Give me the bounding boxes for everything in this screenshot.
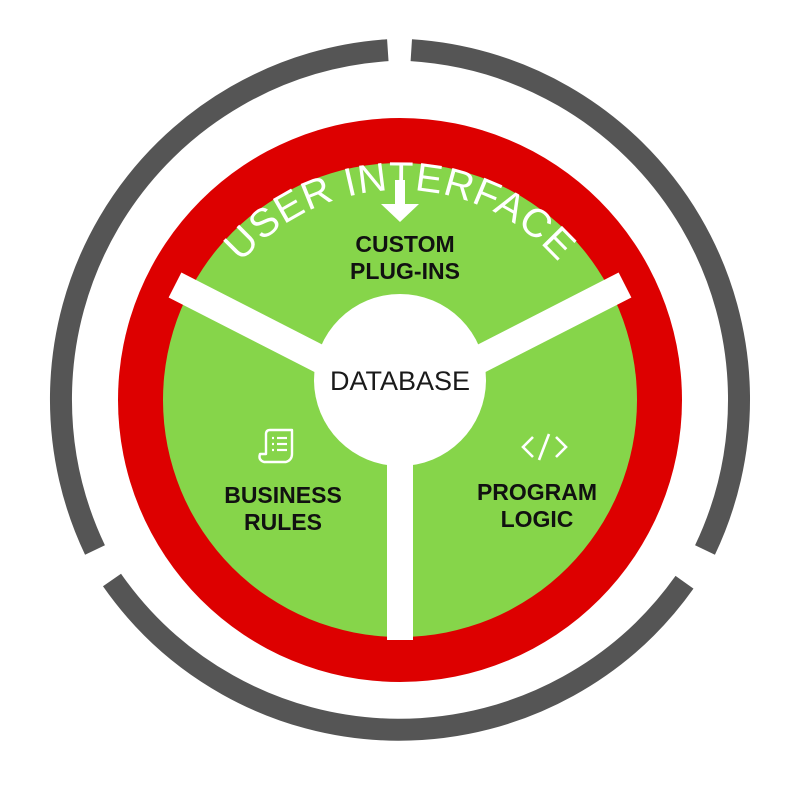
- program-logic-line-1: PROGRAM: [477, 479, 597, 505]
- outer-ring-arc-bottom-right: [102, 573, 694, 741]
- down-arrow-icon: [381, 180, 419, 222]
- custom-plugins-line-2: PLUG-INS: [350, 258, 460, 284]
- business-rules-line-2: RULES: [244, 509, 322, 535]
- database-hub: [314, 294, 486, 466]
- document-list-icon: [258, 428, 294, 464]
- outer-ring-arc-top-right: [410, 39, 751, 555]
- custom-plugins-line-1: CUSTOM: [355, 231, 454, 257]
- outer-ring-arc-left: [49, 39, 389, 555]
- outer-ring: [49, 39, 751, 741]
- segment-business-rules: BUSINESS RULES: [224, 428, 342, 535]
- program-logic-line-2: LOGIC: [501, 506, 574, 532]
- hub-label: DATABASE: [330, 366, 470, 396]
- business-rules-line-1: BUSINESS: [224, 482, 342, 508]
- segment-program-logic: PROGRAM LOGIC: [477, 433, 597, 532]
- code-brackets-icon: [521, 433, 568, 461]
- segment-custom-plugins: CUSTOM PLUG-INS: [350, 180, 460, 284]
